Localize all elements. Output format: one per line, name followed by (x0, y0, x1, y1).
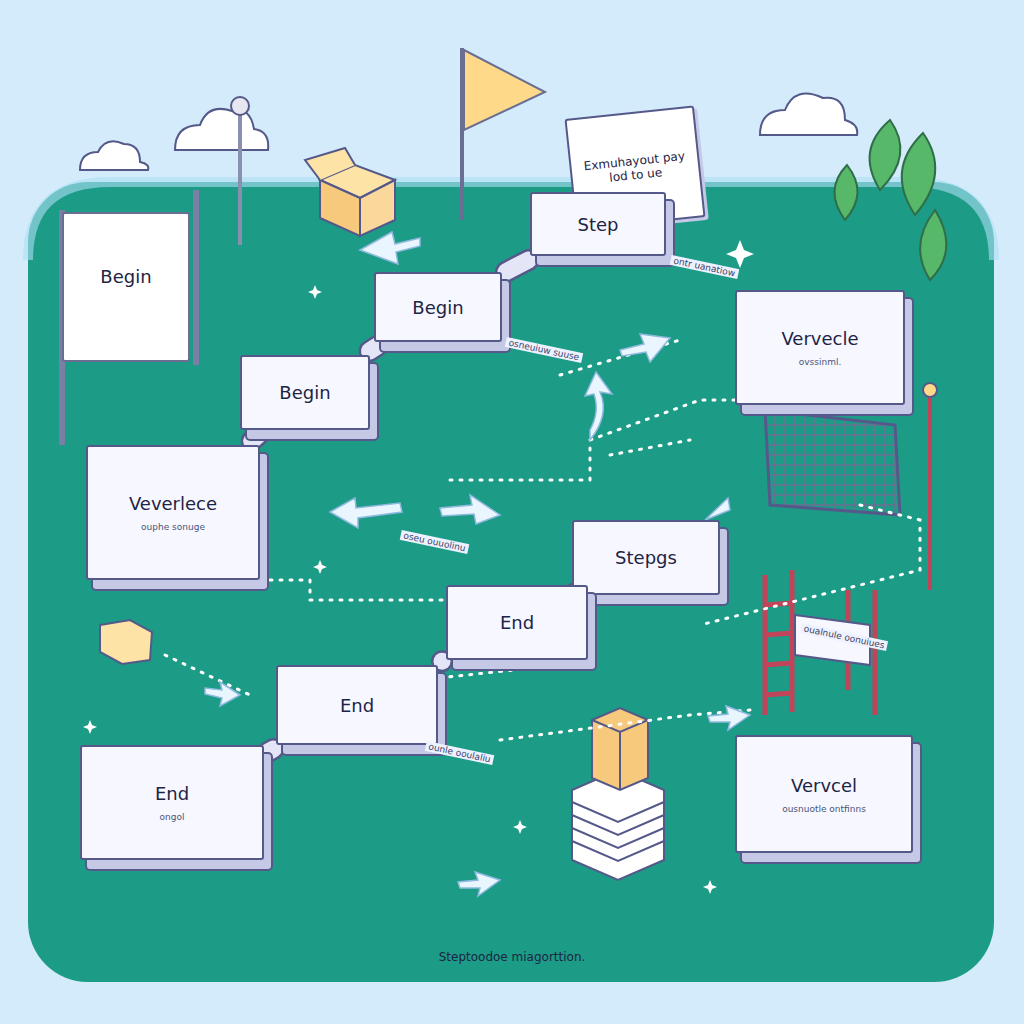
package (305, 148, 395, 236)
box-title: Vervcel (791, 775, 857, 796)
step-box: End (446, 585, 588, 660)
sign-board: Begin (62, 212, 190, 362)
box-title: Veverlece (129, 493, 217, 514)
step-box: End (276, 665, 438, 745)
step-box: Vervcel ousnuotle ontfinns (735, 735, 913, 853)
box-note: ongol (160, 812, 185, 822)
step-box: Begin (240, 355, 370, 430)
tube-connector (252, 434, 260, 441)
step-box: End ongol (80, 745, 264, 860)
box-title: Begin (279, 382, 330, 403)
box-title: Stepgs (615, 547, 677, 568)
box-title: Step (578, 214, 619, 235)
box-note: ovssinml. (799, 357, 842, 367)
box-title: End (340, 695, 374, 716)
box-note: ouphe sonuge (141, 522, 205, 532)
net-obstacle (765, 410, 900, 515)
step-box: Veverlece ouphe sonuge (86, 445, 260, 580)
ground-plane (28, 182, 994, 982)
step-box: Step (530, 192, 666, 256)
tube-connector (506, 260, 529, 272)
box-title: Exmuhayout pay lod to ue (581, 149, 689, 188)
box-title: Begin (100, 266, 151, 287)
box-title: End (155, 783, 189, 804)
tube-connector (370, 346, 378, 351)
step-box: Begin (374, 272, 502, 342)
caption: Steptoodoe miagorttion. (439, 950, 586, 964)
box-title: End (500, 612, 534, 633)
box-title: Vervecle (781, 328, 858, 349)
tube-connector (268, 749, 274, 752)
step-box: Stepgs (572, 520, 720, 595)
box-title: Begin (412, 297, 463, 318)
box-note: ousnuotle ontfinns (782, 804, 866, 814)
step-box: Vervecle ovssinml. (735, 290, 905, 405)
